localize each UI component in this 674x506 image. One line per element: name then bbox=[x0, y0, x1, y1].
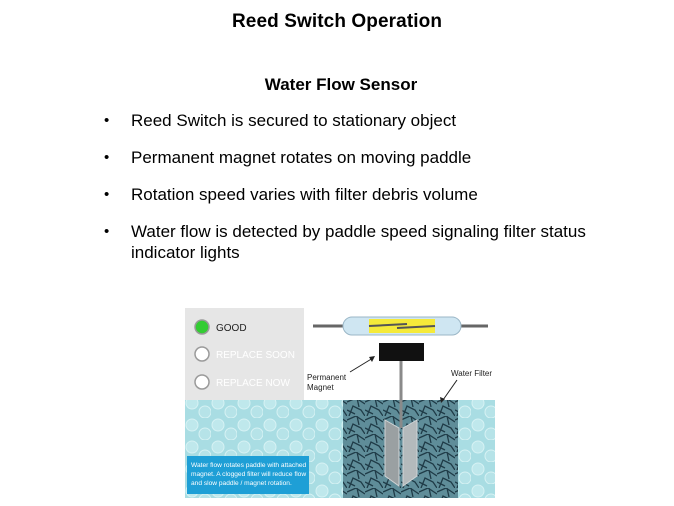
bullet-item: • Water flow is detected by paddle speed … bbox=[104, 221, 604, 263]
bullet-text: Reed Switch is secured to stationary obj… bbox=[131, 111, 457, 130]
caption-line3: and slow paddle / magnet rotation. bbox=[191, 480, 292, 487]
reed-contact-right bbox=[396, 325, 436, 329]
slide-subtitle: Water Flow Sensor bbox=[264, 75, 418, 94]
good-indicator-light bbox=[194, 319, 210, 335]
bullet-icon: • bbox=[104, 112, 110, 129]
caption-line1: Water flow rotates paddle with attached bbox=[191, 462, 307, 469]
replace-soon-indicator-light bbox=[194, 346, 210, 362]
replace-now-indicator-label: REPLACE NOW bbox=[216, 378, 290, 389]
bullet-item: • Reed Switch is secured to stationary ob… bbox=[104, 110, 604, 131]
bullet-text: Rotation speed varies with filter debris… bbox=[131, 185, 478, 204]
bullet-list: • Reed Switch is secured to stationary ob… bbox=[104, 110, 604, 279]
magnet-arrow-head bbox=[369, 356, 375, 362]
filter-arrow bbox=[442, 379, 458, 401]
permanent-magnet bbox=[379, 343, 424, 361]
caption-line2: magnet. A clogged filter will reduce flo… bbox=[191, 471, 306, 478]
bullet-icon: • bbox=[104, 223, 110, 240]
bullet-item: • Permanent magnet rotates on moving padd… bbox=[104, 147, 604, 168]
replace-now-indicator-light bbox=[194, 374, 210, 390]
magnet-label-line2: Magnet bbox=[307, 383, 334, 392]
good-indicator-label: GOOD bbox=[216, 323, 247, 334]
paddle-blade-right bbox=[402, 419, 418, 487]
paddle-blade-left bbox=[384, 419, 400, 487]
bullet-text: Water flow is detected by paddle speed s… bbox=[131, 222, 586, 262]
bullet-icon: • bbox=[104, 149, 110, 166]
slide-title: Reed Switch Operation bbox=[231, 11, 443, 32]
reed-contact-left bbox=[368, 323, 408, 327]
flow-sensor-diagram: GOOD REPLACE SOON REPLACE NOW Permanent … bbox=[185, 308, 495, 498]
magnet-label-line1: Permanent bbox=[307, 373, 347, 382]
filter-label: Water Filter bbox=[451, 369, 492, 378]
bullet-text: Permanent magnet rotates on moving paddl… bbox=[131, 148, 472, 167]
caption-text: Water flow rotates paddle with attached … bbox=[191, 462, 308, 487]
bullet-item: • Rotation speed varies with filter debri… bbox=[104, 184, 604, 205]
bullet-icon: • bbox=[104, 186, 110, 203]
magnet-arrow bbox=[349, 357, 374, 373]
reed-switch-contacts bbox=[369, 319, 435, 333]
magnet-label: Permanent Magnet bbox=[307, 373, 348, 392]
caption-box bbox=[187, 456, 309, 494]
filter-arrow-head bbox=[440, 397, 445, 403]
replace-soon-indicator-label: REPLACE SOON bbox=[216, 350, 295, 361]
